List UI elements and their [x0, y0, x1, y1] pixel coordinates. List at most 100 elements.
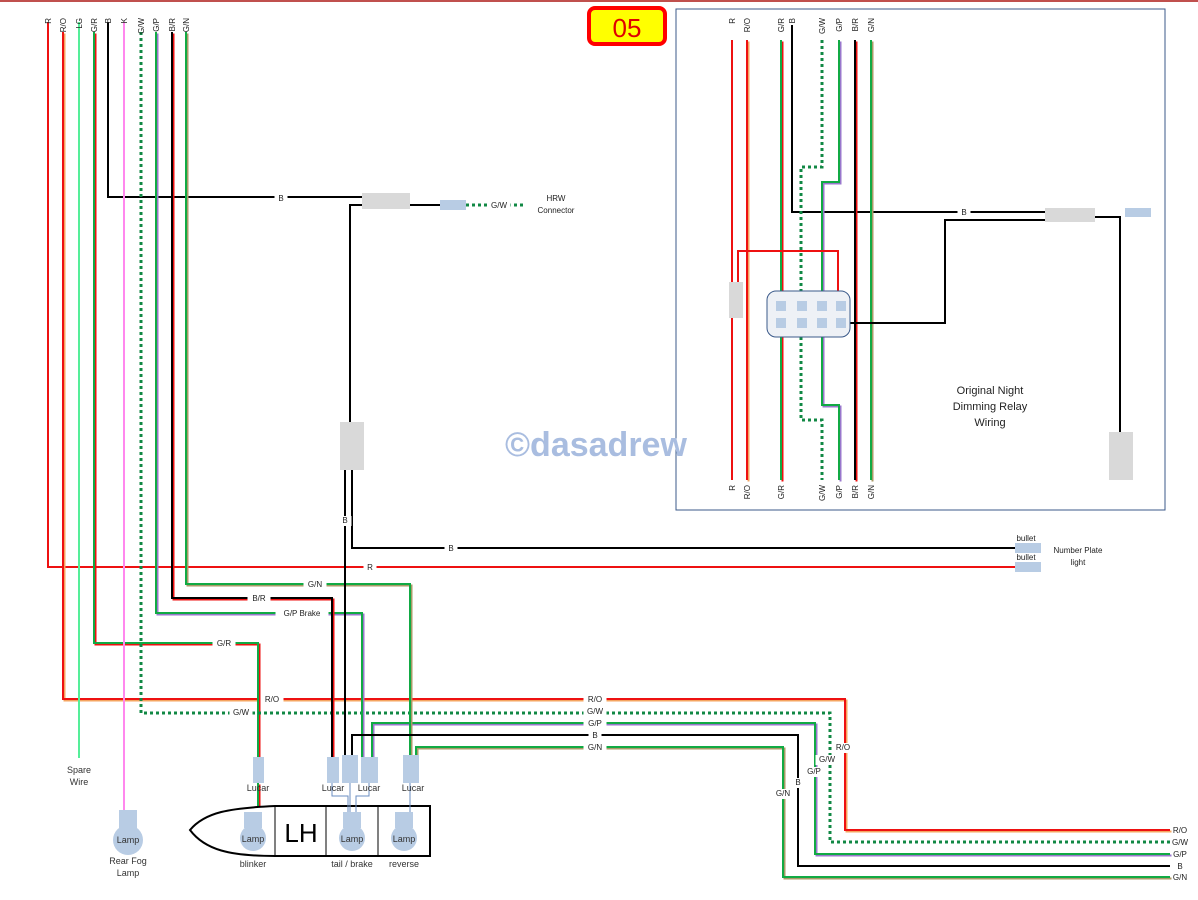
page-badge: 05: [587, 6, 667, 46]
badge-number: 05: [613, 13, 642, 43]
earth-b-label-bg: [338, 516, 352, 526]
wire-b-number-plate: [351, 470, 1015, 549]
relay-inline-fuse: [729, 282, 743, 318]
wire-g-r-blinker-tracer: [94, 33, 261, 762]
components-layer: [113, 193, 1151, 857]
lucar-label-3: Lucar: [358, 783, 381, 793]
run-label-g-n-bg: [303, 580, 327, 590]
wire-r-o-run-tracer: [63, 33, 1172, 833]
relay-red-loop: [737, 250, 839, 300]
relay-wire-b-out-stroke: [848, 219, 1045, 324]
wire-g-n-reverse-main: [185, 32, 411, 758]
number-plate-b-label-bg: [444, 544, 458, 554]
number-plate-title-1: Number Plate: [1054, 546, 1103, 555]
number-plate-b-label: B: [448, 544, 453, 553]
wire-g-p-brake: [155, 32, 365, 760]
corner-label-g-p-bg: [802, 767, 826, 777]
relay-pin-top-4: [836, 301, 846, 311]
wire-r-number-plate: [47, 22, 1015, 568]
run-label-right-5: G/N: [588, 743, 602, 752]
corner-label-g-w-bg: [815, 755, 839, 765]
exit-label-2: G/W: [1172, 838, 1188, 847]
wire-g-p-run-tracer: [372, 723, 1172, 857]
run-label-right-1-bg: [583, 695, 607, 705]
run-label-right-2-bg: [583, 707, 607, 717]
run-label-right-4-bg: [588, 731, 602, 741]
run-label-g-w-left-bg: [229, 708, 253, 718]
relay-bottom-label-4: G/W: [818, 485, 827, 501]
run-label-g-p-brake: G/P Brake: [284, 609, 321, 618]
wire-b-r-tail-tracer: [172, 33, 335, 760]
run-label-right-3: G/P: [588, 719, 602, 728]
run-label-g-r-bg: [212, 639, 236, 649]
cluster-lamp-caption-2: tail / brake: [331, 859, 373, 869]
wire-b-down-upper: [349, 204, 362, 422]
relay-earth-connector: [1109, 432, 1133, 480]
spare-wire-label-2: Wire: [70, 777, 89, 787]
dimming-relay-socket: [766, 290, 851, 338]
hrw-connector-title-1: HRW: [547, 194, 566, 203]
cluster-lamp-text-2: Lamp: [341, 834, 364, 844]
lucar-connector-2: [327, 757, 339, 783]
relay-pin-top-2: [797, 301, 807, 311]
relay-bottom-label-7: G/N: [867, 485, 876, 499]
run-label-right-4: B: [592, 731, 597, 740]
harness-wire-label-g-p: G/P: [152, 18, 161, 32]
run-label-g-w-left: G/W: [233, 708, 249, 717]
lucar-label-2: Lucar: [322, 783, 345, 793]
relay-wire-b-r: [854, 40, 858, 482]
hrw-g-w-label-bg: [487, 201, 511, 211]
run-label-right-1: R/O: [588, 695, 602, 704]
run-label-r-o-left-bg: [260, 695, 284, 705]
hrw-connector-title-2: Connector: [538, 206, 575, 215]
lucar-connector-5: [403, 755, 419, 783]
wire-g-w-run: [139, 32, 1170, 844]
corner-label-r-o-bg: [831, 743, 855, 753]
relay-wire-g-p-in-main: [821, 40, 840, 300]
wire-g-p-brake-main: [155, 32, 363, 758]
corner-label-r-o: R/O: [836, 743, 850, 752]
relay-top-label-4: B: [788, 18, 797, 23]
cluster-lamp-base-reverse: [395, 812, 413, 828]
relay-wire-g-w-stroke: [799, 40, 824, 480]
relay-wire-g-p-out-main: [821, 330, 840, 480]
wires-layer: [47, 22, 1172, 880]
relay-bottom-label-3: G/R: [777, 485, 786, 499]
relay-bottom-label-5: G/P: [835, 485, 844, 499]
run-label-g-p-brake-bg: [275, 609, 329, 619]
run-label-right-3-bg: [583, 719, 607, 729]
harness-wire-label-b: B: [104, 18, 113, 23]
harness-wire-label-g-r: G/R: [90, 18, 99, 32]
relay-connector-housing: [1045, 208, 1095, 222]
exit-label-5: G/N: [1173, 873, 1187, 882]
hrw-connector-housing: [362, 193, 410, 209]
wire-g-n-run-tracer: [416, 747, 1172, 880]
rear-fog-lamp-base: [119, 810, 137, 828]
wire-g-r-blinker: [93, 32, 261, 762]
badge-box: [587, 6, 667, 46]
wire-b-hrw: [107, 22, 362, 198]
relay-top-label-8: G/N: [867, 18, 876, 32]
number-plate-r-label-bg: [363, 563, 377, 573]
relay-top-label-7: B/R: [851, 18, 860, 32]
lamp-feed-thin-wires: [331, 783, 411, 812]
lucar-connector-1: [253, 757, 264, 783]
earth-b-label: B: [342, 516, 347, 525]
wire-b-down-upper-stroke: [349, 204, 362, 422]
corner-label-g-w: G/W: [819, 755, 835, 764]
run-label-r-o-left: R/O: [265, 695, 279, 704]
exit-label-1: R/O: [1173, 826, 1187, 835]
number-plate-bullet-r: [1015, 562, 1041, 572]
run-label-g-n: G/N: [308, 580, 322, 589]
relay-wire-g-p-in: [821, 40, 842, 302]
wire-b-run-stroke: [351, 734, 1170, 867]
rear-fog-lamp-text: Lamp: [117, 835, 140, 845]
hrw-b-label: B: [278, 194, 283, 203]
relay-pin-top-1: [776, 301, 786, 311]
cluster-lamp-text-3: Lamp: [393, 834, 416, 844]
run-label-right-2: G/W: [587, 707, 603, 716]
hrw-b-label-bg: [274, 194, 288, 204]
run-label-right-5-bg: [583, 743, 607, 753]
wire-b-run: [351, 734, 1170, 867]
inline-connector-earth: [340, 422, 364, 470]
